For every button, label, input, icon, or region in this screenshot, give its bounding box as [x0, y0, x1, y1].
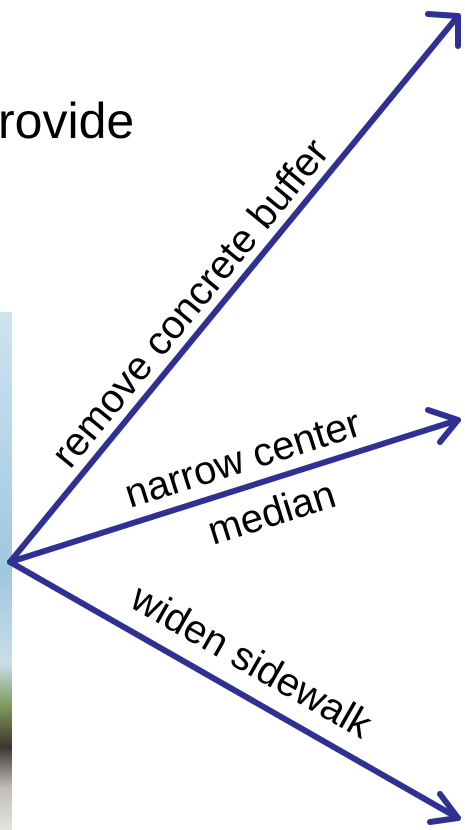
arrow-top-line [7, 13, 461, 565]
arrow-middle-line [7, 417, 461, 565]
arrowhead-top [425, 11, 461, 49]
arrowhead-bottom [427, 791, 461, 825]
arrowhead-middle [425, 407, 461, 445]
arrow-bottom-line [7, 559, 461, 821]
headline-text: rovide [0, 93, 135, 149]
photo-edge-image [0, 312, 12, 830]
arrow-label-bottom: widen sidewalk [123, 575, 380, 748]
